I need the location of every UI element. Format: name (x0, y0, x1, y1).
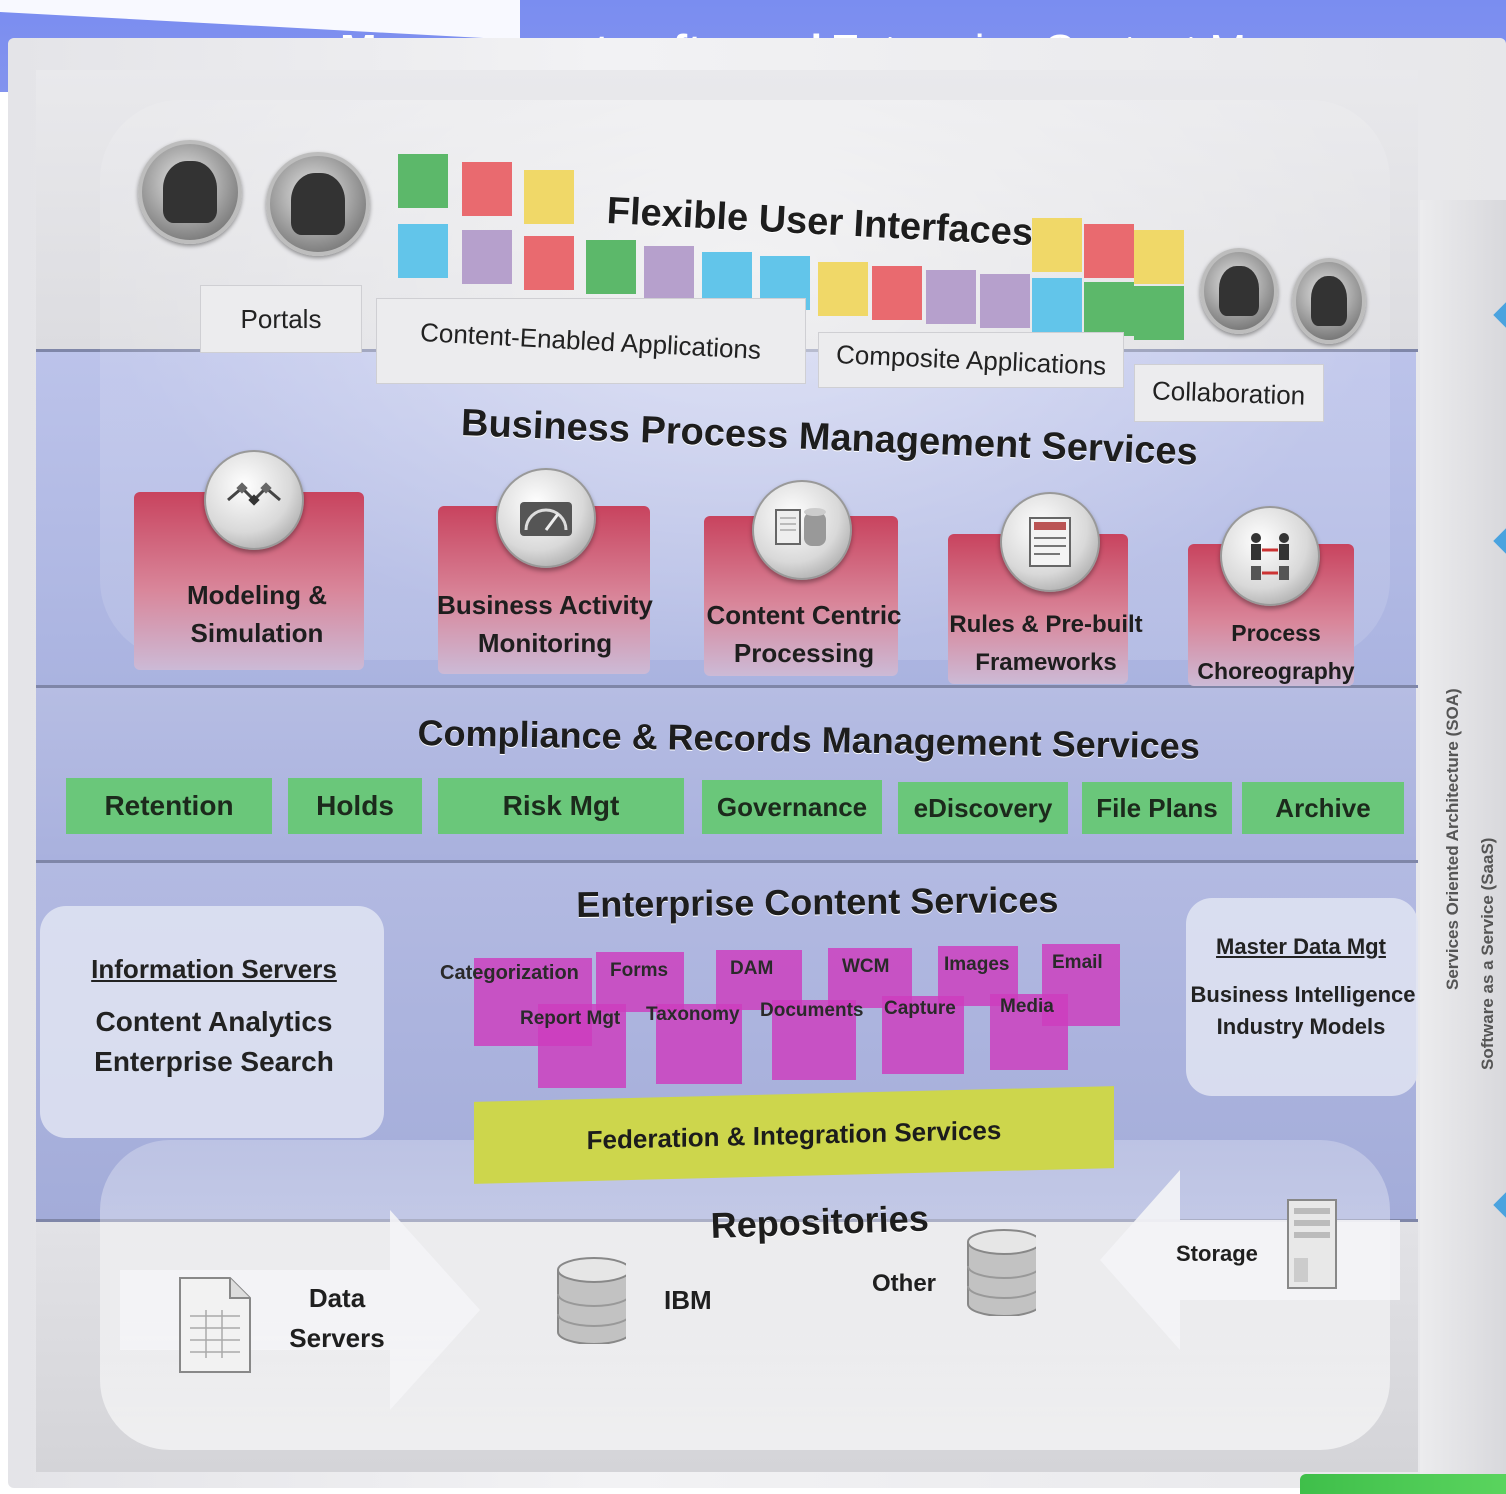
ibm-label: IBM (664, 1285, 712, 1315)
service-tile (596, 952, 684, 1012)
information-servers-heading: Information Servers (91, 954, 337, 984)
service-documents: Documents (760, 1000, 864, 1021)
crm-layer-band (36, 688, 1416, 860)
color-tile (1032, 218, 1082, 272)
arrow-left-icon (1100, 1170, 1400, 1350)
other-label: Other (872, 1270, 937, 1297)
service-images: Images (944, 954, 1010, 975)
bpm-item-modeling: Modeling &Simulation (186, 580, 328, 648)
color-tile (872, 266, 922, 320)
master-data-heading: Master Data Mgt (1216, 934, 1386, 959)
color-tile (586, 240, 636, 294)
repositories-title: Repositories (710, 1197, 930, 1246)
layer-divider (36, 860, 1418, 863)
master-data-box (1186, 898, 1418, 1096)
ui-box-label: Portals (240, 303, 322, 334)
ibm-database-icon (557, 1257, 626, 1344)
service-tile (1042, 944, 1120, 1026)
ui-box-portals: Portals (200, 285, 362, 353)
color-tile (398, 224, 448, 278)
business-intelligence-label: Business Intelligence (1190, 982, 1416, 1007)
layer-divider (36, 685, 1418, 688)
service-dam: DAM (730, 958, 774, 979)
user-avatar-icon (266, 152, 370, 256)
color-tile (644, 246, 694, 300)
people-flow-icon (1220, 506, 1320, 606)
arrow-right-icon (120, 1210, 480, 1410)
ui-box-collaboration: Collaboration (1134, 364, 1324, 422)
soa-label: Services Oriented Architecture (SOA) (1443, 688, 1462, 990)
color-tile (1134, 230, 1184, 284)
workflow-icon (204, 450, 304, 550)
crm-item-file-plans: File Plans (1082, 782, 1232, 834)
document-spreadsheet-icon (179, 1277, 251, 1373)
crm-item-holds: Holds (288, 778, 422, 834)
service-tile (772, 1000, 856, 1080)
color-tile (1134, 286, 1184, 340)
header-decoration (0, 0, 520, 40)
color-tile (1084, 224, 1134, 278)
federation-integration-bar: Federation & Integration Services (474, 1086, 1114, 1184)
content-analytics-label: Content Analytics (95, 1006, 333, 1037)
service-capture: Capture (884, 998, 956, 1019)
dashboard-icon (496, 468, 596, 568)
enterprise-search-label: Enterprise Search (94, 1046, 334, 1077)
service-forms: Forms (610, 960, 669, 981)
database-documents-icon (752, 480, 852, 580)
user-avatar-icon (138, 140, 242, 244)
color-tile (926, 270, 976, 324)
federation-label: Federation & Integration Services (586, 1114, 1002, 1155)
user-avatar-icon (1200, 248, 1278, 334)
saas-label: Software as a Service (SaaS) (1478, 837, 1497, 1070)
rules-document-icon (1000, 492, 1100, 592)
other-database-icon (967, 1229, 1036, 1316)
industry-models-label: Industry Models (1216, 1014, 1386, 1039)
color-tile (462, 230, 512, 284)
footer-accent (1300, 1474, 1506, 1494)
ecs-layer-title: Enterprise Content Services (576, 878, 1059, 925)
color-tile (524, 236, 574, 290)
service-tile (656, 1004, 742, 1084)
ui-box-composite-applications: Composite Applications (818, 332, 1124, 388)
server-tower-icon (1287, 1199, 1337, 1289)
color-tile (980, 274, 1030, 328)
user-avatar-icon (1292, 258, 1366, 344)
crm-item-retention: Retention (66, 778, 272, 834)
service-media: Media (1000, 996, 1054, 1017)
ui-box-content-enabled-applications: Content-Enabled Applications (376, 298, 806, 384)
ui-box-label: Collaboration (1151, 374, 1307, 411)
crm-item-ediscovery: eDiscovery (898, 782, 1068, 834)
service-tile (882, 996, 964, 1074)
service-wcm: WCM (842, 956, 890, 977)
service-categorization: Categorization (440, 962, 579, 984)
color-tile (462, 162, 512, 216)
color-tile (1084, 282, 1134, 336)
color-tile (398, 154, 448, 208)
ui-box-label: Composite Applications (835, 338, 1107, 381)
crm-item-archive: Archive (1242, 782, 1404, 834)
storage-label: Storage (1176, 1241, 1258, 1266)
service-taxonomy: Taxonomy (646, 1004, 740, 1025)
service-tile (538, 1004, 626, 1088)
service-email: Email (1052, 952, 1103, 973)
information-servers-box (40, 906, 384, 1138)
service-report-mgt: Report Mgt (520, 1008, 621, 1029)
crm-item-risk-mgt: Risk Mgt (438, 778, 684, 834)
color-tile (702, 252, 752, 306)
side-panel (1420, 200, 1506, 1490)
ui-box-label: Content-Enabled Applications (419, 316, 763, 365)
color-tile (1032, 278, 1082, 332)
crm-item-governance: Governance (702, 780, 882, 834)
color-tile (818, 262, 868, 316)
color-tile (524, 170, 574, 224)
